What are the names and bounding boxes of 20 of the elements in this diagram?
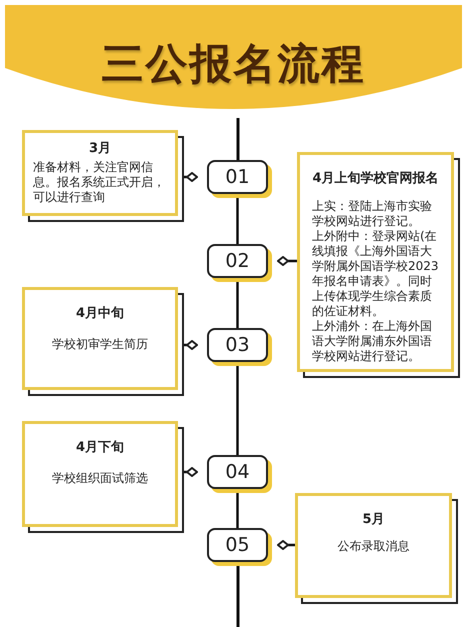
card-text: 上外浦外：在上海外国语大学附属浦东外国语学校网站进行登记。: [312, 319, 433, 364]
page-title: 三公报名流程: [100, 38, 366, 90]
card-heading: 4月下旬: [76, 439, 124, 456]
connector-line: [277, 540, 295, 550]
step-number: 03: [225, 334, 250, 356]
card-text: 准备材料，关注官网信息。报名系统正式开启，可以进行查询: [33, 160, 166, 205]
step-number: 01: [225, 166, 250, 188]
card-text: 学校初审学生简历: [51, 336, 149, 352]
connector-line: [277, 256, 297, 266]
card-text: 公布录取消息: [336, 538, 410, 554]
card-text: 上外附中：登录网站(在线填报《上海外国语大学附属外国语学校2023年报名申请表》。同时上传体现学生综合素质的佐证材料。: [312, 229, 439, 319]
step-number: 02: [225, 250, 250, 272]
step-number: 05: [225, 534, 250, 556]
card-text: 上实：登陆上海市实验学校网站进行登记。: [312, 199, 433, 229]
step-number: 04: [225, 461, 250, 483]
card-heading: 4月中旬: [76, 305, 124, 322]
card-text: 学校组织面试筛选: [51, 470, 149, 486]
card-heading: 3月: [88, 140, 112, 157]
card-heading: 5月: [362, 511, 385, 528]
card-heading: 4月上旬学校官网报名: [312, 170, 439, 187]
